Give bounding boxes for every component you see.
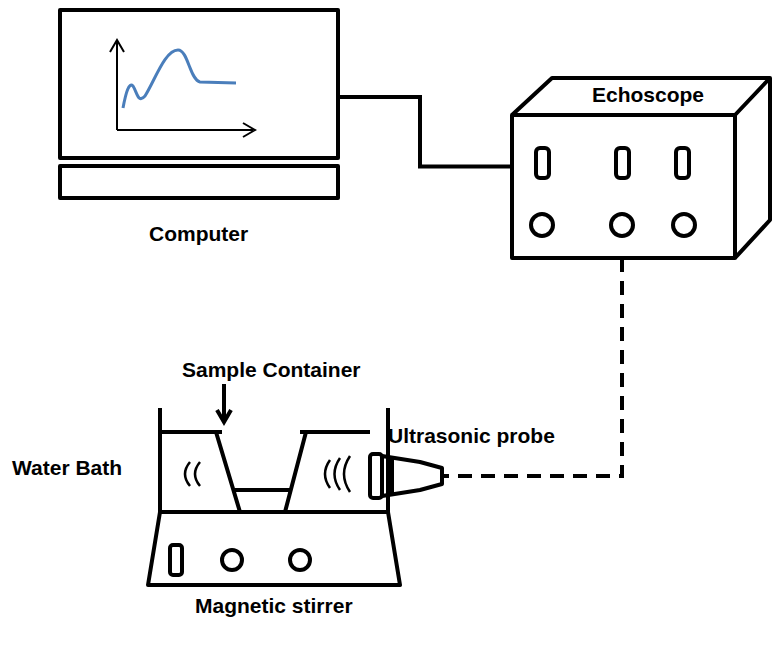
container-node: Sample Container	[216, 432, 308, 514]
node-label: Magnetic stirrer	[195, 594, 353, 617]
node-label: Ultrasonic probe	[388, 424, 555, 447]
sample-container	[216, 384, 306, 512]
monitor	[60, 10, 338, 158]
stirrer-node: Magnetic stirrer	[148, 512, 400, 585]
echoscope-node: Echoscope	[512, 115, 735, 258]
sound-waves	[185, 456, 350, 492]
node-label: Computer	[149, 222, 248, 245]
probe-node: Ultrasonic probe	[370, 454, 442, 498]
probe-body	[370, 454, 442, 498]
computer-node: Computer	[60, 10, 338, 198]
water-bath	[160, 408, 388, 512]
node-label: Water Bath	[12, 456, 122, 479]
data-cable	[338, 97, 512, 167]
water-bath-node: Water BathSample Container	[160, 408, 388, 512]
signal-curve	[123, 50, 236, 108]
keyboard	[60, 166, 338, 198]
node-label: Sample Container	[182, 358, 361, 381]
node-label: Echoscope	[592, 83, 704, 106]
echoscope-box	[512, 78, 770, 258]
echoscope-controls	[531, 148, 695, 236]
stirrer-body	[148, 512, 400, 585]
